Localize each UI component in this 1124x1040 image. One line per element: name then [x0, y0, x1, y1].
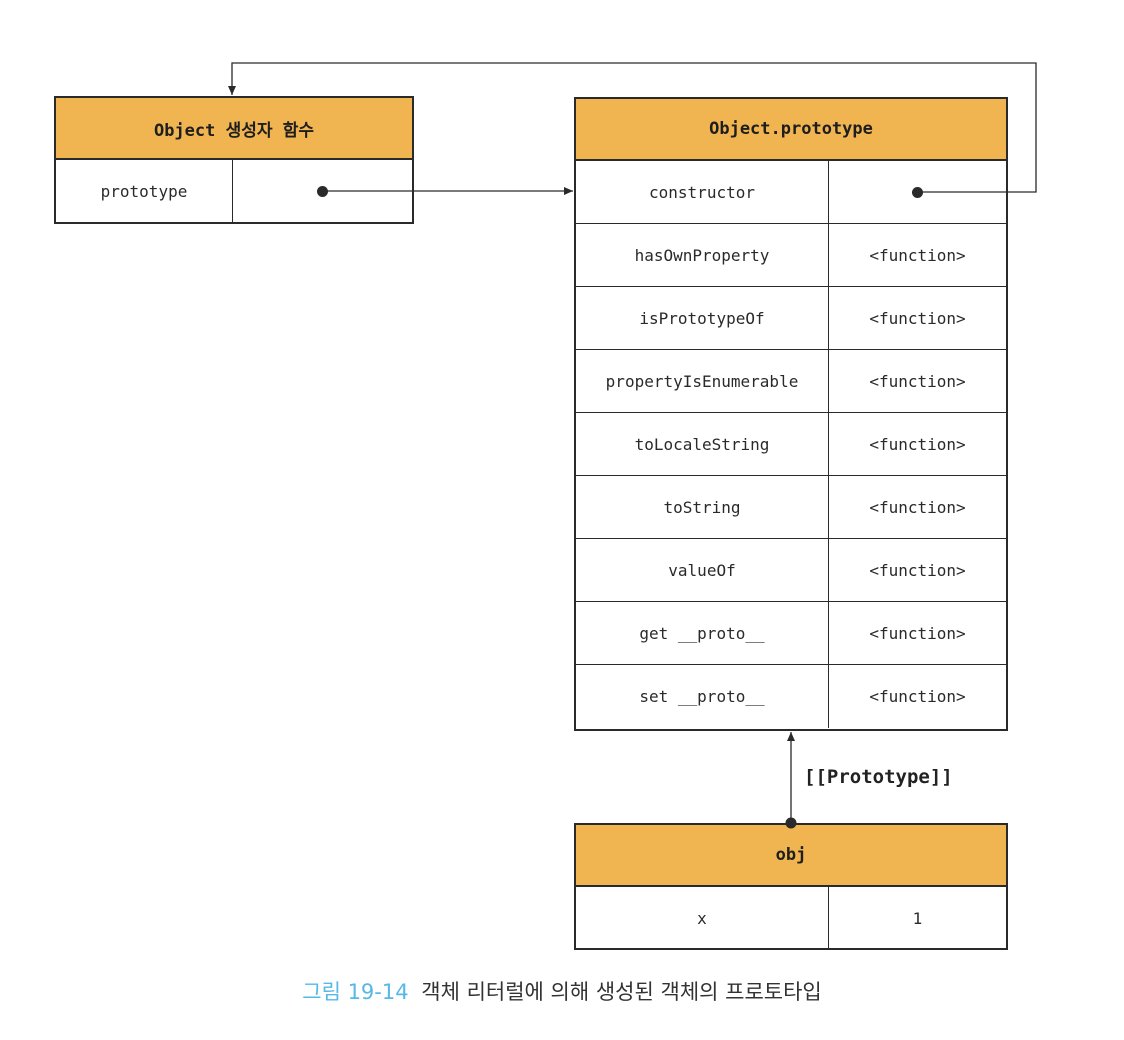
- prototype-row-get-proto: get __proto__ <function>: [576, 602, 1006, 665]
- reference-dot: [317, 185, 328, 197]
- object-constructor-box: Object 생성자 함수 prototype: [54, 96, 414, 224]
- obj-row-x: x 1: [576, 887, 1006, 950]
- prototype-row-constructor: constructor: [576, 161, 1006, 224]
- obj-title: obj: [576, 825, 1006, 887]
- property-value: [829, 161, 1006, 223]
- object-constructor-prototype-row: prototype: [56, 160, 412, 222]
- property-value: <function>: [869, 560, 966, 580]
- prototype-row-tostring: toString <function>: [576, 476, 1006, 539]
- property-value: <function>: [869, 623, 966, 643]
- property-value: <function>: [869, 434, 966, 454]
- property-value: <function>: [869, 371, 966, 391]
- figure-caption-text: 객체 리터럴에 의해 생성된 객체의 프로토타입: [421, 980, 822, 1004]
- property-key: constructor: [576, 161, 829, 223]
- property-key: hasOwnProperty: [576, 224, 829, 286]
- property-key: get __proto__: [576, 602, 829, 664]
- object-prototype-box: Object.prototype constructor hasOwnPrope…: [574, 97, 1008, 731]
- property-key: set __proto__: [576, 665, 829, 728]
- property-value: <function>: [869, 497, 966, 517]
- prototype-row-tolocalestring: toLocaleString <function>: [576, 413, 1006, 476]
- property-value: <function>: [869, 687, 966, 706]
- prototype-row-propertyisenumerable: propertyIsEnumerable <function>: [576, 350, 1006, 413]
- property-key: toLocaleString: [576, 413, 829, 475]
- property-value: <function>: [869, 245, 966, 265]
- prototype-row-valueof: valueOf <function>: [576, 539, 1006, 602]
- property-key: x: [576, 887, 829, 950]
- prototype-row-set-proto: set __proto__ <function>: [576, 665, 1006, 728]
- property-value: <function>: [869, 308, 966, 328]
- prototype-row-isprototypeof: isPrototypeOf <function>: [576, 287, 1006, 350]
- property-key: valueOf: [576, 539, 829, 601]
- property-value: [233, 160, 412, 222]
- prototype-row-hasownproperty: hasOwnProperty <function>: [576, 224, 1006, 287]
- property-key: propertyIsEnumerable: [576, 350, 829, 412]
- reference-dot: [912, 186, 923, 198]
- property-key: isPrototypeOf: [576, 287, 829, 349]
- property-key: toString: [576, 476, 829, 538]
- object-prototype-title: Object.prototype: [576, 99, 1006, 161]
- property-value: 1: [912, 909, 923, 928]
- property-key: prototype: [56, 160, 233, 222]
- prototype-link-label: [[Prototype]]: [804, 766, 953, 788]
- object-constructor-title: Object 생성자 함수: [56, 98, 412, 160]
- obj-box: obj x 1: [574, 823, 1008, 950]
- figure-number: 그림 19-14: [302, 980, 409, 1004]
- figure-caption: 그림 19-14 객체 리터럴에 의해 생성된 객체의 프로토타입: [0, 976, 1124, 1006]
